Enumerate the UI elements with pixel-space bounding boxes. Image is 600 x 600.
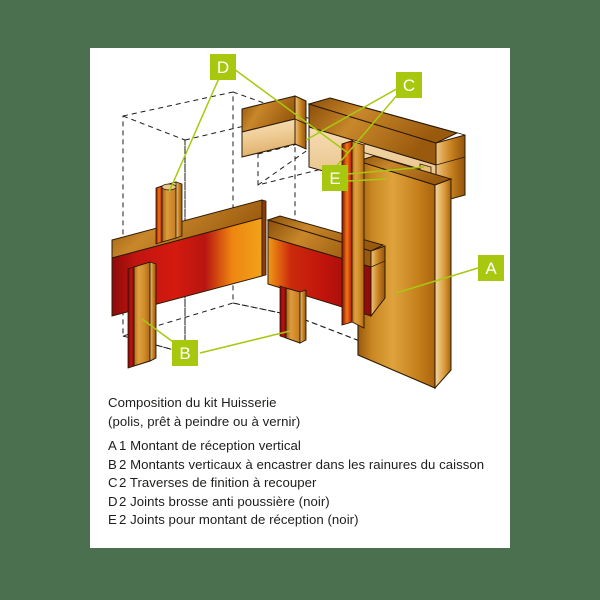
legend-item-d: D2 Joints brosse anti poussière (noir)	[108, 493, 498, 512]
legend-key-e: E	[108, 512, 117, 527]
montant-vertical-encastrer-left	[127, 261, 157, 369]
callout-marker-d[interactable]: D	[210, 54, 236, 80]
legend-block: Composition du kit Huisserie (polis, prê…	[108, 394, 498, 530]
callout-marker-c[interactable]: C	[396, 72, 422, 98]
legend-subtitle: (polis, prêt à peindre ou à vernir)	[108, 413, 301, 429]
callout-marker-b[interactable]: B	[172, 340, 198, 366]
legend-key-a: A	[108, 438, 117, 453]
joint-brosse-anti-poussiere-strip	[341, 139, 367, 329]
legend-text-d: 2 Joints brosse anti poussière (noir)	[119, 493, 330, 509]
callout-marker-e[interactable]: E	[322, 165, 348, 191]
door-frame-exploded-diagram	[111, 68, 479, 390]
joint-brosse-anti-poussiere-stub	[155, 181, 183, 245]
legend-key-d: D	[108, 493, 118, 509]
montant-reception-vertical	[356, 155, 453, 390]
legend-title: Composition du kit Huisserie	[108, 395, 277, 410]
legend-item-c: C2 Traverses de finition à recouper	[108, 474, 498, 493]
legend-text-b: 2 Montants verticaux à encastrer dans le…	[119, 456, 485, 472]
callout-marker-a[interactable]: A	[478, 255, 504, 281]
legend-text-e: 2 Joints pour montant de réception (noir…	[119, 512, 359, 527]
legend-key-b: B	[108, 456, 117, 472]
traverse-finition-short-piece	[241, 95, 307, 158]
legend-text-a: 1 Montant de réception vertical	[119, 438, 301, 453]
legend-text-c: 2 Traverses de finition à recouper	[119, 475, 317, 490]
illustration-card: Composition du kit Huisserie (polis, prê…	[90, 48, 510, 548]
legend-key-c: C	[108, 475, 118, 490]
montant-vertical-encastrer-right	[279, 285, 307, 344]
